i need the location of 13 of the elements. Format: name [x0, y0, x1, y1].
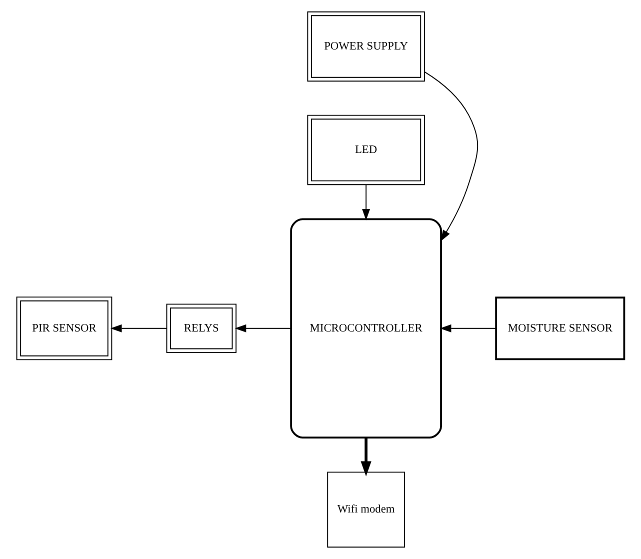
node-box: POWER SUPPLY [307, 11, 425, 82]
node-box: MOISTURE SENSOR [495, 296, 626, 360]
arrow [234, 324, 292, 332]
node-box: PIR SENSOR [16, 296, 112, 360]
node-box: Wifi modem [327, 472, 405, 548]
node-box: MICROCONTROLLER [290, 218, 442, 438]
arrow [362, 184, 370, 220]
node-box: RELYS [166, 304, 236, 354]
arrow [440, 324, 496, 332]
arrow [424, 71, 478, 242]
node-box: LED [307, 114, 425, 186]
arrow [360, 438, 372, 476]
arrow [110, 324, 168, 332]
